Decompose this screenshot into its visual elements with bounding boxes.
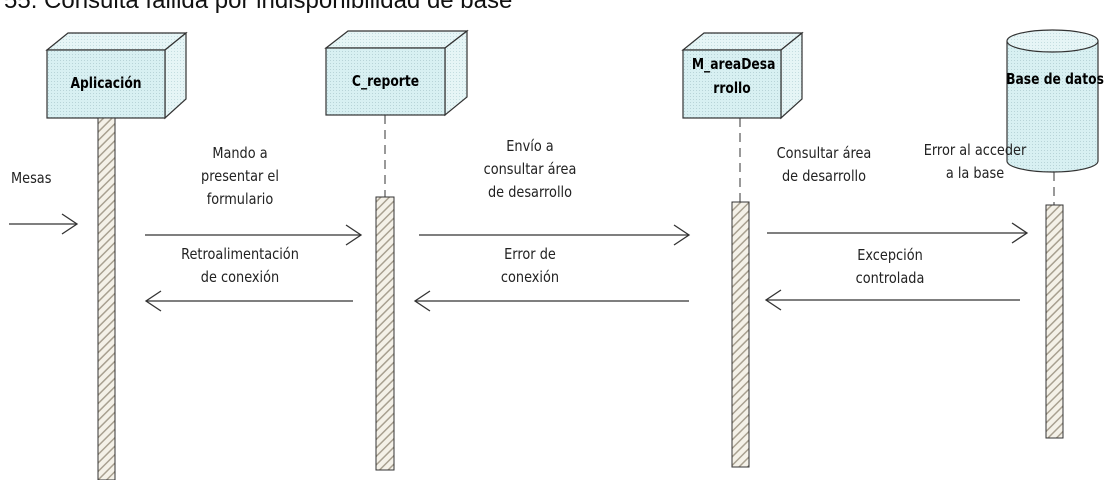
diagram-title: 55. Consulta fallida por indisponibilida… bbox=[4, 0, 513, 14]
message-consultar-line-1: Consultar área bbox=[776, 144, 872, 162]
message-envio-line-3: de desarrollo bbox=[487, 183, 573, 201]
arrow-envio-consultar bbox=[419, 224, 691, 246]
participant-base-de-datos bbox=[1006, 29, 1099, 173]
participant-c-reporte bbox=[324, 29, 469, 117]
message-excepcion-line-2: controlada bbox=[855, 269, 925, 287]
message-retro-line-1: Retroalimentación bbox=[181, 245, 299, 263]
message-mando-line-2: presentar el bbox=[201, 167, 279, 185]
message-excepcion-line-1: Excepción bbox=[857, 246, 923, 264]
participant-label-c-reporte: C_reporte bbox=[351, 72, 420, 90]
participant-label-m-area-2: rrollo bbox=[713, 79, 751, 97]
arrow-excepcion-controlada bbox=[764, 289, 1020, 311]
arrow-mando-a-presentar bbox=[145, 224, 363, 246]
participant-m-area-desarrollo bbox=[681, 31, 804, 120]
message-mesas: Mesas bbox=[11, 169, 52, 187]
message-mando-line-1: Mando a bbox=[212, 144, 268, 162]
message-error-line-2: conexión bbox=[500, 268, 560, 286]
activation-base-de-datos bbox=[1045, 204, 1064, 439]
participant-label-base-de-datos: Base de datos bbox=[1006, 70, 1104, 88]
message-consultar-line-2: de desarrollo bbox=[781, 167, 867, 185]
message-error-line-1: Error de bbox=[504, 245, 556, 263]
activation-aplicacion bbox=[97, 117, 116, 480]
message-retro-line-2: de conexión bbox=[200, 268, 280, 286]
message-envio-line-2: consultar área bbox=[483, 160, 577, 178]
message-envio-line-1: Envío a bbox=[506, 137, 554, 155]
message-mando-line-3: formulario bbox=[206, 190, 274, 208]
participant-label-aplicacion: Aplicación bbox=[70, 74, 142, 92]
arrow-consultar-area bbox=[767, 222, 1029, 244]
activation-c-reporte bbox=[375, 196, 395, 471]
arrow-retroalimentacion bbox=[144, 290, 353, 312]
note-error-acceder-line-1: Error al acceder bbox=[923, 141, 1027, 159]
arrow-error-de-conexion bbox=[413, 290, 689, 312]
arrow-mesas bbox=[9, 213, 79, 235]
activation-m-area bbox=[731, 201, 750, 468]
note-error-acceder-line-2: a la base bbox=[945, 164, 1005, 182]
participant-label-m-area-1: M_areaDesa bbox=[691, 55, 776, 73]
